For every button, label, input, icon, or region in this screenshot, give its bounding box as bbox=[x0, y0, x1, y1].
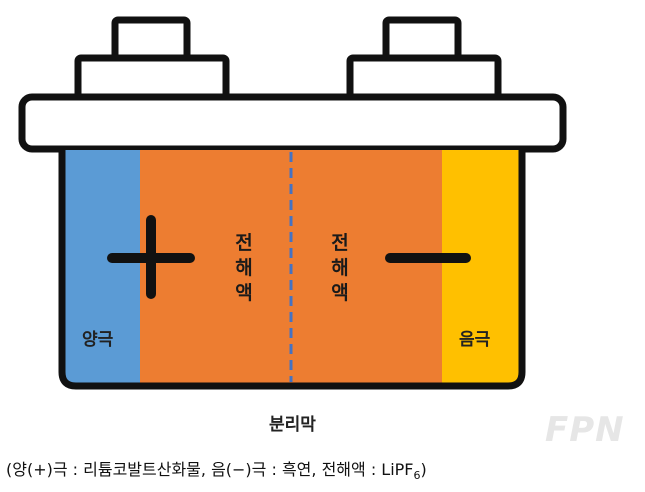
negative-terminal-top bbox=[382, 16, 462, 62]
positive-terminal-base bbox=[74, 54, 230, 102]
caption-text: (양(+)극 : 리튬코발트산화물, 음(−)극 : 흑연, 전해액 : LiP… bbox=[6, 460, 414, 479]
caption-close: ) bbox=[420, 460, 427, 479]
positive-terminal-top bbox=[111, 16, 191, 62]
caption-subscript: 6 bbox=[413, 469, 421, 483]
separator-label: 분리막 bbox=[269, 415, 316, 435]
negative-terminal-base bbox=[346, 54, 502, 102]
electrolyte-label-right: 전해액 bbox=[331, 232, 349, 304]
battery-lid bbox=[18, 93, 567, 153]
cathode-label: 양극 bbox=[82, 330, 114, 350]
anode-region bbox=[442, 150, 522, 384]
fpn-watermark-logo: FPN bbox=[545, 410, 625, 450]
caption: (양(+)극 : 리튬코발트산화물, 음(−)극 : 흑연, 전해액 : LiP… bbox=[6, 456, 427, 482]
cathode-region bbox=[62, 150, 140, 384]
electrolyte-label-left: 전해액 bbox=[235, 232, 253, 304]
battery-body-outline bbox=[58, 150, 526, 390]
anode-label: 음극 bbox=[459, 330, 491, 350]
